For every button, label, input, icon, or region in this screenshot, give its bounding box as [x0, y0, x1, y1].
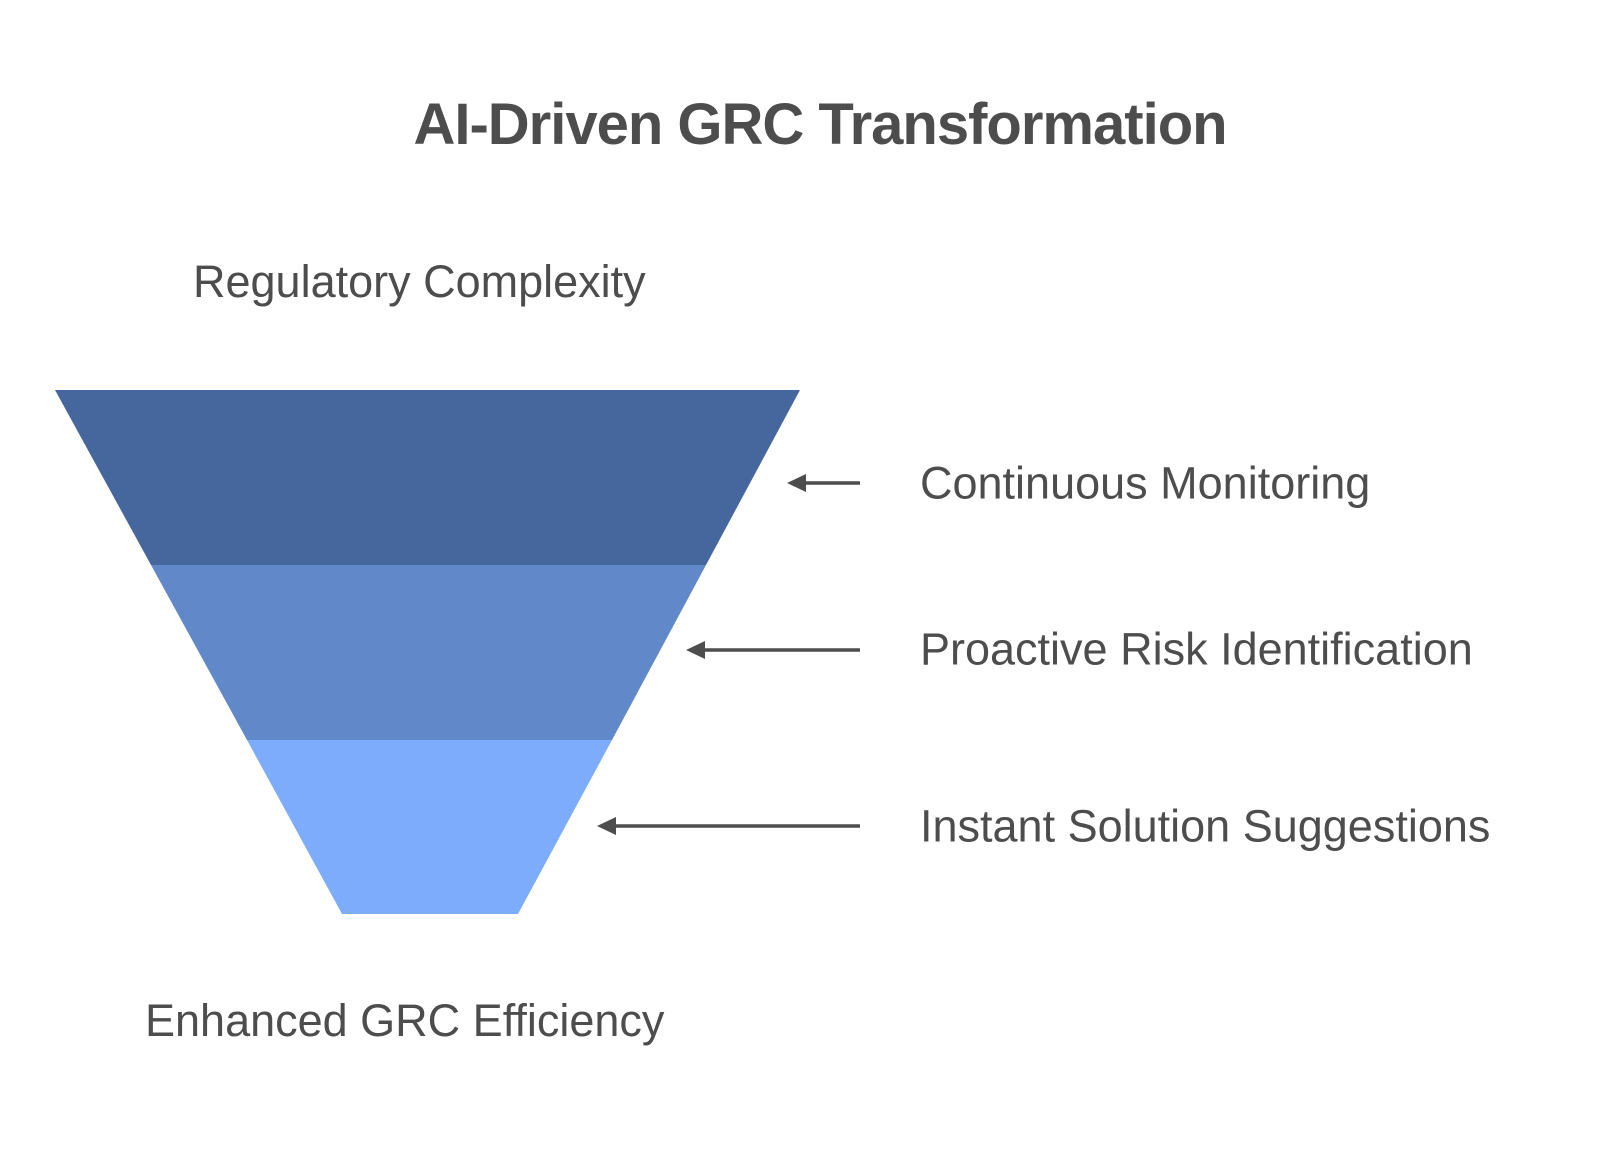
stage-label-proactive-risk-identification: Proactive Risk Identification [920, 623, 1473, 675]
diagram-title: AI-Driven GRC Transformation [413, 92, 1227, 157]
arrow-instant-solution-suggestions [597, 817, 860, 835]
stage-label-instant-solution-suggestions: Instant Solution Suggestions [920, 800, 1491, 852]
funnel-segment-middle [151, 565, 706, 740]
funnel-output-label: Enhanced GRC Efficiency [145, 995, 665, 1046]
arrow-continuous-monitoring [787, 474, 860, 492]
funnel-segment-bottom [247, 740, 612, 914]
arrow-head-icon [597, 817, 616, 835]
funnel-input-label: Regulatory Complexity [193, 256, 646, 307]
arrow-proactive-risk-identification [686, 641, 860, 659]
arrow-head-icon [686, 641, 705, 659]
funnel-segment-top [55, 390, 800, 565]
stage-label-continuous-monitoring: Continuous Monitoring [920, 457, 1371, 509]
arrow-head-icon [787, 474, 806, 492]
